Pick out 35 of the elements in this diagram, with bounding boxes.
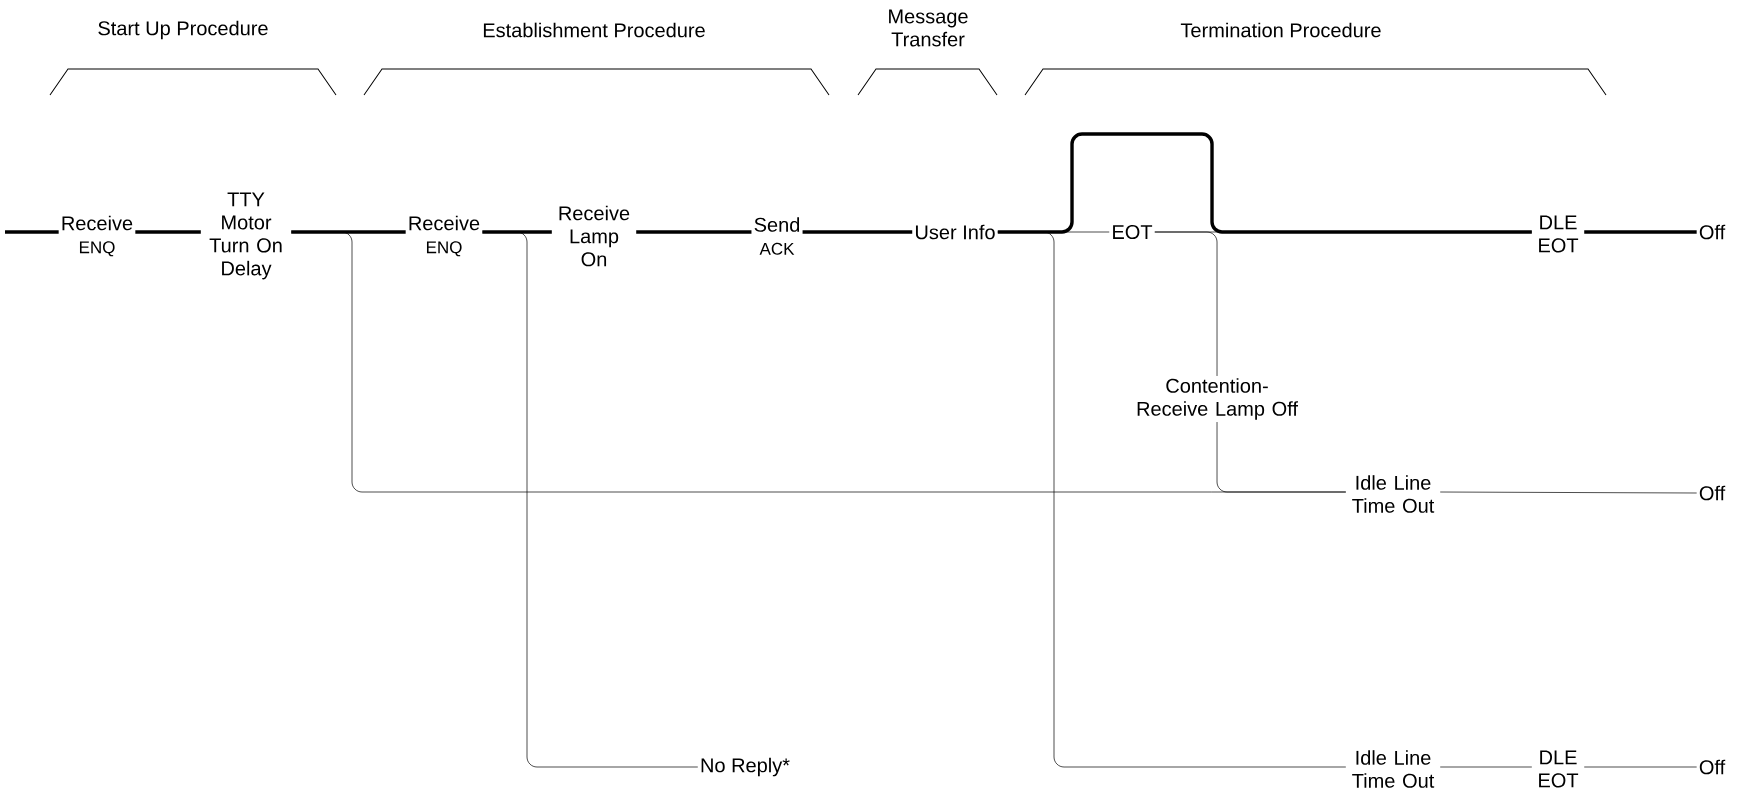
step-label: Idle Line Time Out bbox=[1352, 750, 1435, 788]
step-label: Send ACK bbox=[754, 217, 800, 255]
connector-line bbox=[997, 231, 1347, 768]
section-heading: Termination Procedure bbox=[1180, 22, 1381, 38]
connector-line bbox=[1583, 766, 1697, 768]
connector-line bbox=[802, 230, 913, 234]
connector-line bbox=[291, 230, 406, 234]
step-label: Receive Lamp On bbox=[559, 205, 630, 267]
step-label: TTY Motor Turn On Delay bbox=[209, 192, 282, 280]
connector-line bbox=[636, 230, 752, 234]
connector-line bbox=[1439, 491, 1697, 494]
connector-line bbox=[135, 230, 201, 234]
connector-line bbox=[482, 230, 552, 234]
section-heading: Message Transfer bbox=[889, 9, 968, 47]
step-label: Receive ENQ bbox=[409, 215, 480, 257]
connector-line bbox=[1439, 766, 1533, 768]
connector-line bbox=[290, 231, 1347, 493]
step-label: DLE EOT bbox=[1539, 215, 1579, 253]
step-label: No Reply* bbox=[701, 757, 790, 777]
connector-line bbox=[1584, 230, 1697, 234]
connector-line bbox=[5, 230, 59, 234]
section-heading: Start Up Procedure bbox=[98, 20, 268, 40]
step-label: User Info bbox=[916, 224, 995, 240]
step-label: Off bbox=[1699, 224, 1726, 240]
section-heading: Establishment Procedure bbox=[483, 22, 705, 38]
step-label: Idle Line Time Out bbox=[1352, 475, 1435, 513]
connector-line bbox=[482, 231, 699, 768]
step-label: Off bbox=[1699, 759, 1726, 775]
step-label: Off bbox=[1699, 485, 1726, 501]
connector-line bbox=[997, 132, 1532, 234]
step-label: DLE EOT bbox=[1539, 750, 1579, 788]
step-label: EOT bbox=[1113, 224, 1153, 240]
step-label: Contention- Receive Lamp Off bbox=[1137, 378, 1298, 420]
step-label: Receive ENQ bbox=[62, 215, 133, 257]
connector-line bbox=[1154, 231, 1218, 377]
